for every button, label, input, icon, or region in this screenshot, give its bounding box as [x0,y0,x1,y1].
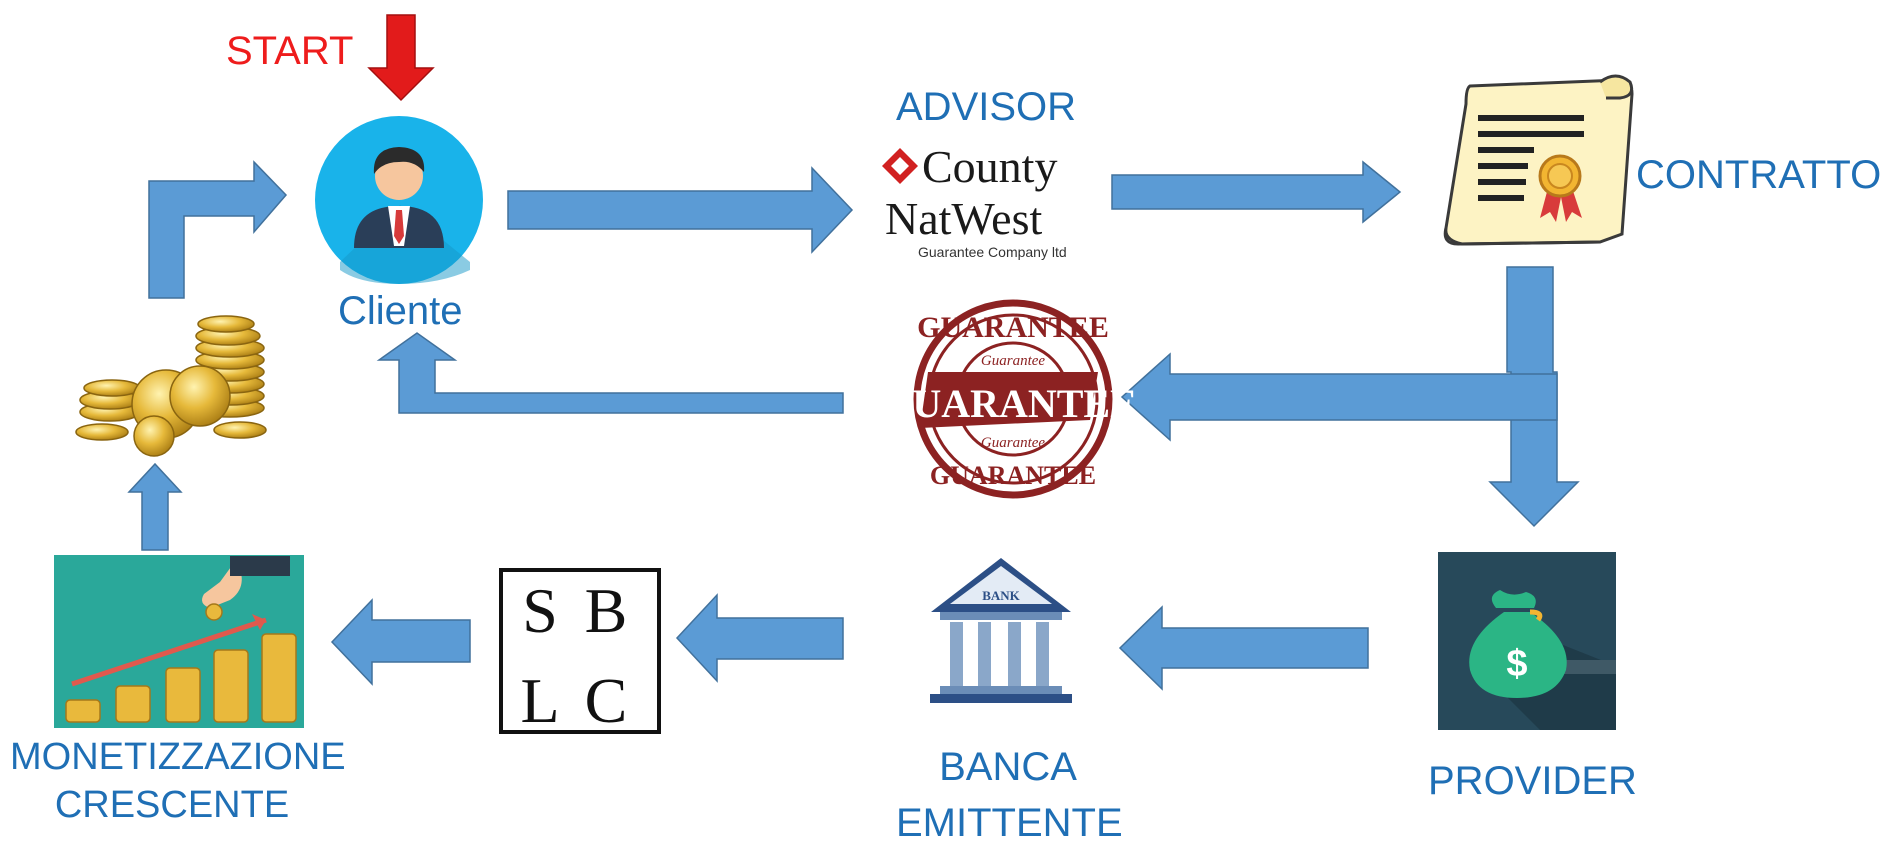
start-arrow [367,14,435,102]
logo-line-guarantee-company: Guarantee Company ltd [918,244,1067,260]
stamp-main-text: GUARANTEE [881,381,1137,426]
logo-line-county: County [922,141,1058,192]
logo-line-natwest: NatWest [885,193,1043,244]
provider-label: PROVIDER [1428,759,1637,803]
stamp-small-bottom: Guarantee [981,435,1045,451]
sblc-box: S B L C [499,568,661,736]
arrow-provider-to-banca [1118,605,1369,691]
monetizzazione-label: MONETIZZAZIONE CRESCENTE [10,736,346,827]
banca-label-line2: EMITTENTE [896,801,1123,845]
arrow-cliente-to-advisor [507,166,854,254]
cliente-label: Cliente [338,289,463,333]
advisor-label: ADVISOR [896,85,1077,129]
money-bag-icon: $ [1438,552,1616,730]
gold-coins-icon [60,310,288,457]
bank-building-icon: BANK [930,558,1072,703]
start-label: START [226,29,354,73]
arrow-monetizzazione-to-coins [127,462,183,551]
sblc-letter-l: L [520,665,559,736]
monetizzazione-label-line2: CRESCENTE [54,783,290,826]
arrow-guarantee-to-cliente [376,332,844,414]
arrow-coins-to-cliente [148,160,288,299]
person-icon [315,116,483,284]
arrow-sblc-to-monetizzazione [330,598,471,686]
stamp-small-top: Guarantee [981,353,1045,369]
banca-label: BANCA EMITTENTE [896,744,1123,846]
arrow-banca-to-sblc [675,593,844,683]
bank-text: BANK [982,588,1020,603]
arrow-advisor-to-contratto [1111,160,1402,224]
banca-label-line1: BANCA [939,745,1077,789]
sblc-letter-c: C [585,665,628,736]
natwest-diamond-icon [882,148,918,184]
guarantee-stamp: GUARANTEE GUARANTEE GUARANTEE Guarantee … [881,299,1137,499]
sblc-letter-b: B [585,575,628,646]
stamp-top-text: GUARANTEE [917,311,1109,344]
arrow-to-guarantee [1120,352,1558,442]
svg-text:$: $ [1506,643,1527,685]
growing-coins-icon [54,555,304,728]
contract-scroll-icon [1443,74,1634,246]
sblc-letter-s: S [522,575,558,646]
contratto-label: CONTRATTO [1636,153,1880,197]
stamp-bottom-text: GUARANTEE [930,461,1096,490]
monetizzazione-label-line1: MONETIZZAZIONE [10,736,346,778]
